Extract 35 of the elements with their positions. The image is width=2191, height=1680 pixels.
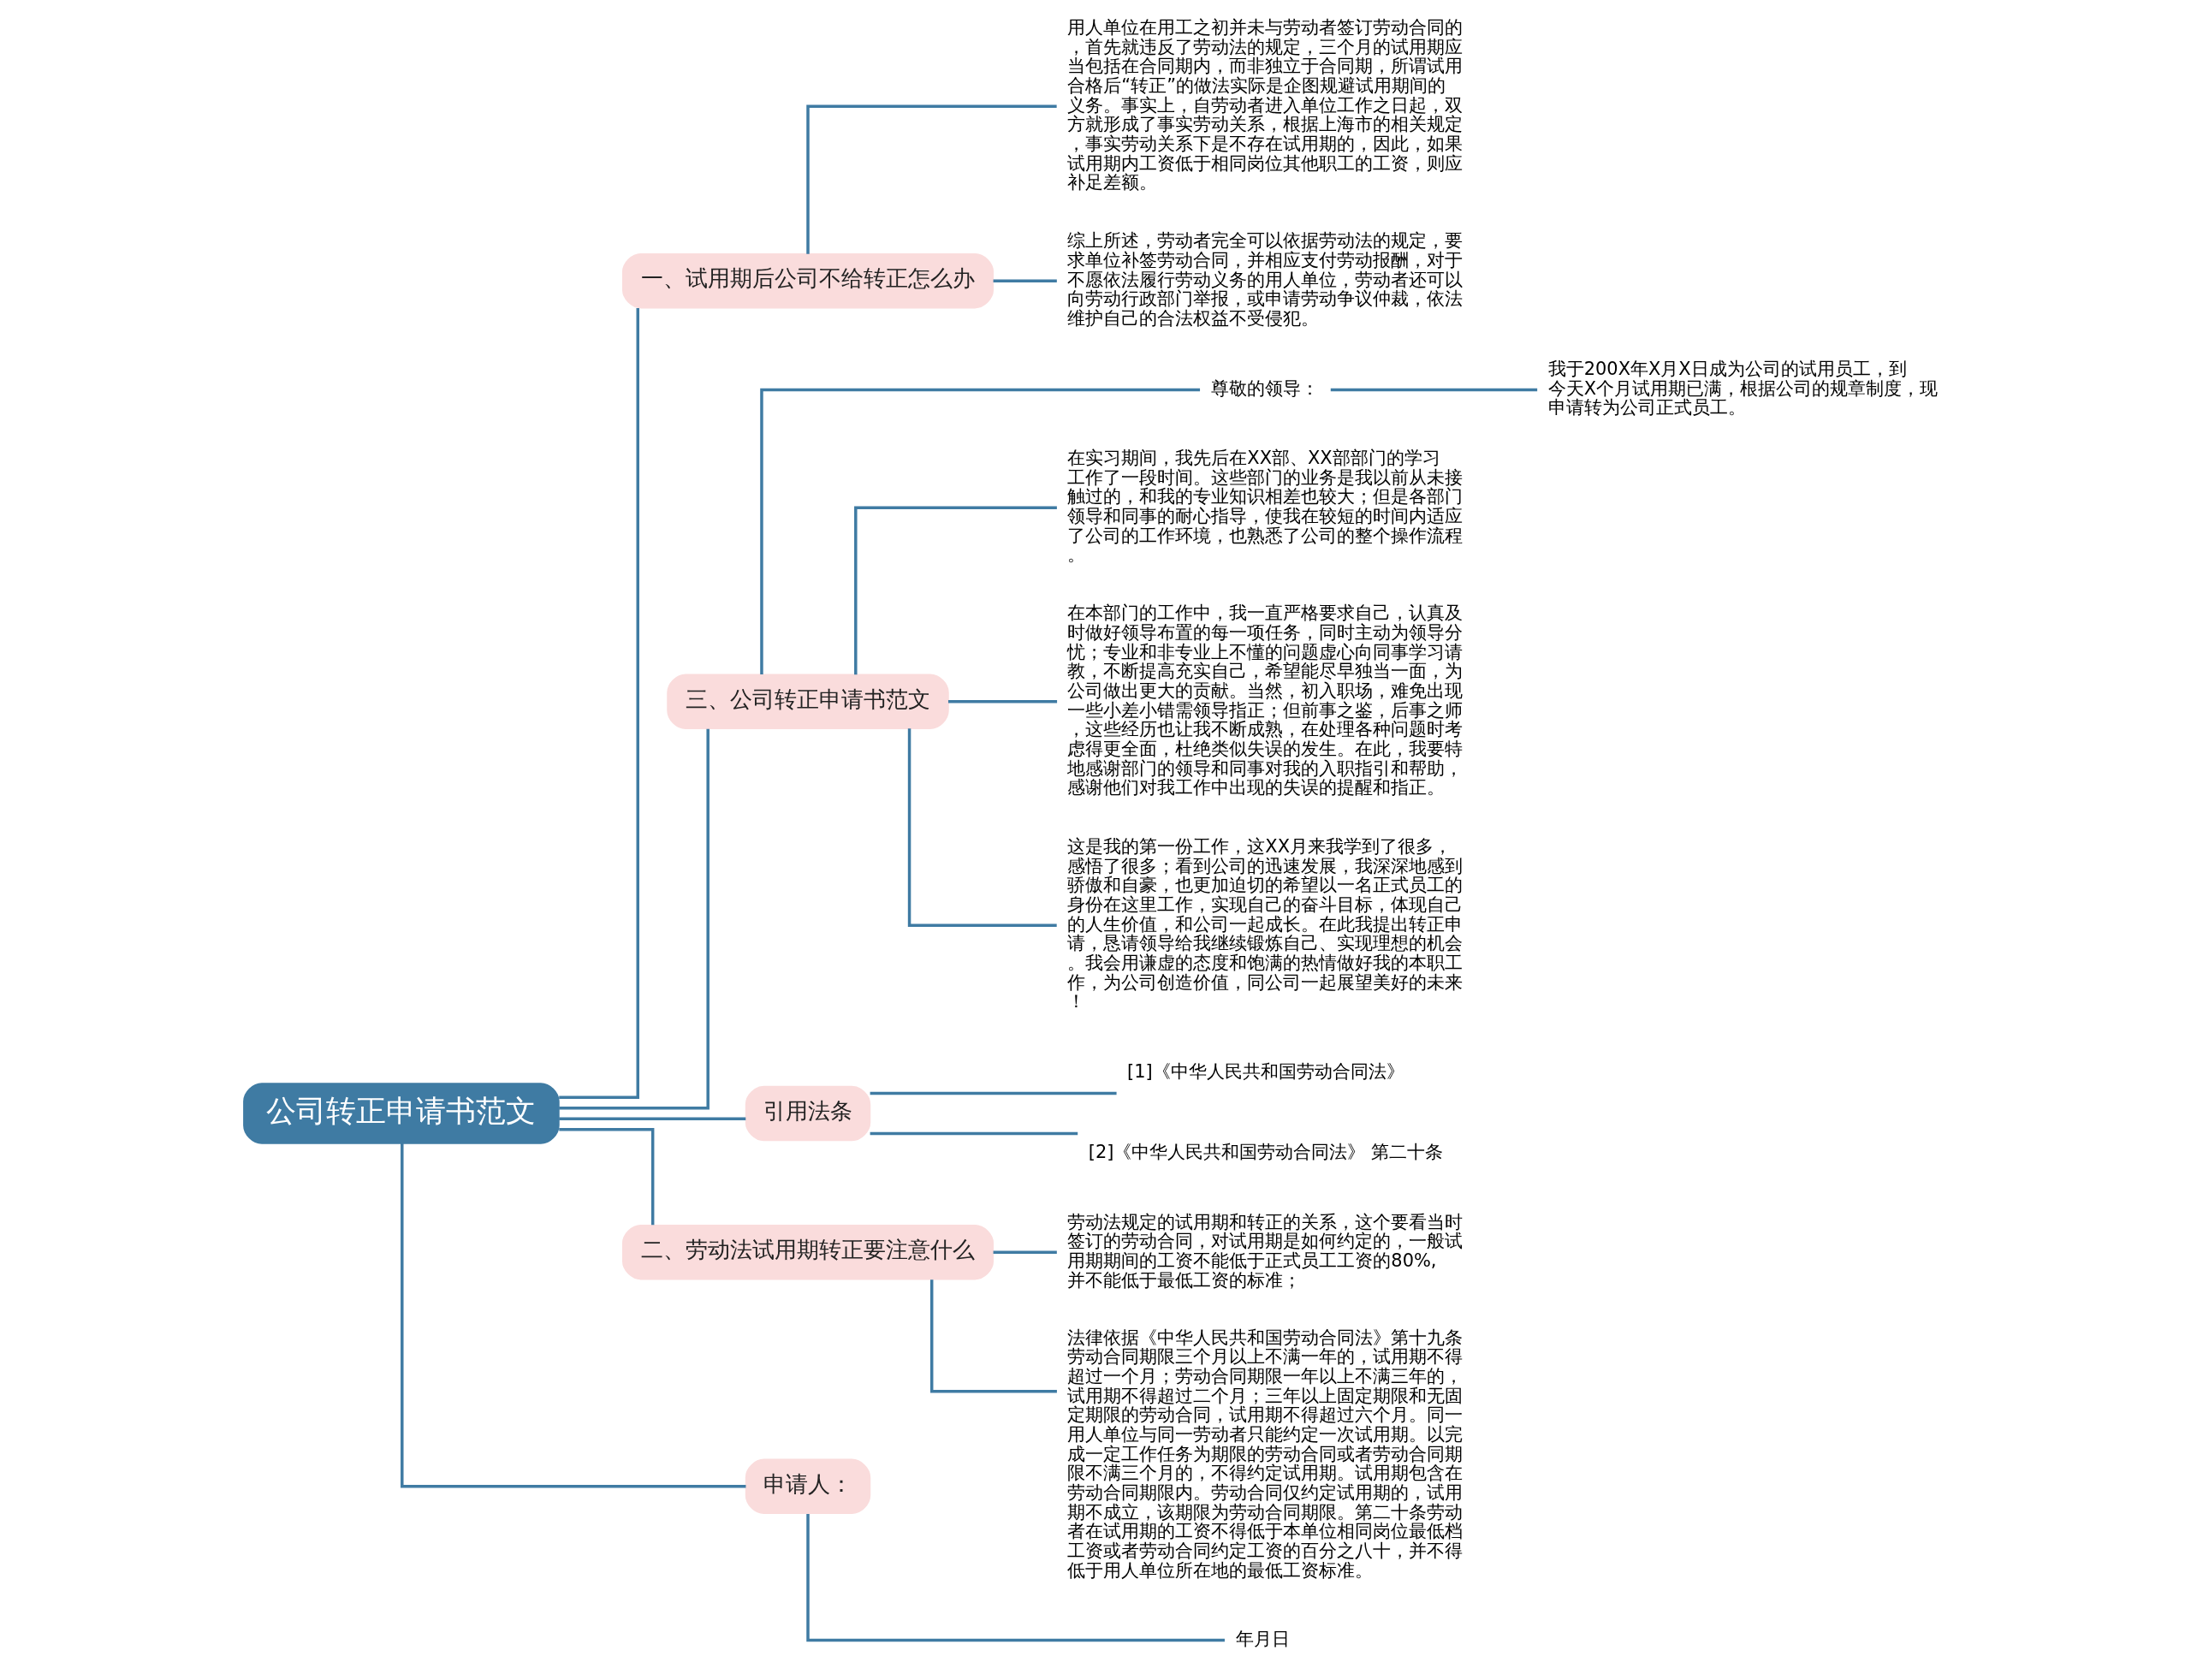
- node-text: 年月日: [1235, 1628, 1290, 1649]
- node-text: 用人单位在用工之初并未与劳动者签订劳动合同的，首先就违反了劳动法的规定，三个月的试用期应当包括在合同期内，而非独立于合同期，所谓试用合格后“转正”的做法实际是企图规避试用期间的义务。事实上，自劳动者进入单位工作之日起，双方就形成了事实劳动关系，根据上海市的相关规定，事实劳动关系下是不存在试用期的，因此，如果试用期内工资低于相同岗位其他职工的工资，则应补足差额。: [1066, 16, 1463, 193]
- connector: [558, 1128, 654, 1226]
- node-box: 二、劳动法试用期转正要注意什么: [621, 1224, 994, 1280]
- connector: [805, 104, 1057, 254]
- connector: [558, 1117, 745, 1120]
- node-box: 三、公司转正申请书范文: [666, 674, 949, 730]
- connector: [805, 1513, 1225, 1642]
- node-text: [1]《中华人民共和国劳动合同法》: [1126, 1061, 1404, 1083]
- connector: [400, 1143, 745, 1488]
- connector: [929, 1279, 1057, 1393]
- node-text: 尊敬的领导：: [1210, 377, 1319, 399]
- connector: [907, 728, 1057, 928]
- connector: [558, 728, 710, 1110]
- node-box: 申请人：: [745, 1458, 870, 1515]
- connector: [1330, 388, 1537, 392]
- node-text: 劳动法规定的试用期和转正的关系，这个要看当时签订的劳动合同，对试用期是如何约定的，一般试用期期间的工资不能低于正式员工工资的80%,并不能低于最低工资的标准；: [1066, 1211, 1463, 1291]
- node-box: 引用法条: [745, 1085, 870, 1142]
- connector: [993, 1250, 1057, 1254]
- node-text: 在实习期间，我先后在XX部、XX部部门的学习工作了一段时间。这些部门的业务是我以前从未接触过的，和我的专业知识相差也较大；但是各部门领导和同事的耐心指导，使我在较短的时间内适应了公司的工作环境，也熟悉了公司的整个操作流程。: [1066, 447, 1463, 566]
- connector: [870, 1131, 1078, 1136]
- connector: [870, 1091, 1117, 1095]
- node-text: 这是我的第一份工作，这XX月来我学到了很多，感悟了很多；看到公司的迅速发展，我深深地感到骄傲和自豪，也更加迫切的希望以一名正式员工的身份在这里工作，实现自己的奋斗目标，体现自己的人生价值，和公司一起成长。在此我提出转正申请，恳请领导给我继续锻炼自己、实现理想的机会。我会用谦虚的态度和饱满的热情做好我的本职工作，为公司创造价值，同公司一起展望美好的未来！: [1066, 836, 1463, 1012]
- connector: [993, 279, 1057, 282]
- node-box: 公司转正申请书范文: [242, 1083, 560, 1144]
- node-text: [2]《中华人民共和国劳动合同法》 第二十条: [1088, 1142, 1443, 1163]
- connector: [853, 506, 1057, 675]
- node-text: 综上所述，劳动者完全可以依据劳动法的规定，要求单位补签劳动合同，并相应支付劳动报酬，对于不愿依法履行劳动义务的用人单位，劳动者还可以向劳动行政部门举报，或申请劳动争议仲裁，依法维护自己的合法权益不受侵犯。: [1066, 230, 1463, 329]
- node-box: 一、试用期后公司不给转正怎么办: [621, 252, 994, 309]
- connector: [759, 388, 1200, 675]
- node-text: 我于200X年X月X日成为公司的试用员工，到今天X个月试用期已满，根据公司的规章制度，现申请转为公司正式员工。: [1547, 359, 1938, 419]
- node-text: 在本部门的工作中，我一直严格要求自己，认真及时做好领导布置的每一项任务，同时主动为领导分忧；专业和非专业上不懂的问题虚心向同事学习请教，不断提高充实自己，希望能尽早独当一面，为公司做出更大的贡献。当然，初入职场，难免出现一些小差小错需领导指正；但前事之鉴，后事之师，这些经历也让我不断成熟，在处理各种问题时考虑得更全面，杜绝类似失误的发生。在此，我要特地感谢部门的领导和同事对我的入职指引和帮助，感谢他们对我工作中出现的失误的提醒和指正。: [1066, 603, 1463, 798]
- connector: [558, 307, 639, 1099]
- node-text: 法律依据《中华人民共和国劳动合同法》第十九条劳动合同期限三个月以上不满一年的，试用期不得超过一个月；劳动合同期限一年以上不满三年的，试用期不得超过二个月；三年以上固定期限和无固定期限的劳动合同，试用期不得超过六个月。同一用人单位与同一劳动者只能约定一次试用期。以完成一定工作任务为期限的劳动合同或者劳动合同期限不满三个月的，不得约定试用期。试用期包含在劳动合同期限内。劳动合同仅约定试用期的，试用期不成立，该期限为劳动合同期限。第二十条劳动者在试用期的工资不得低于本单位相同岗位最低档工资或者劳动合同约定工资的百分之八十，并不得低于用人单位所在地的最低工资标准。: [1066, 1327, 1463, 1581]
- connector: [947, 700, 1057, 703]
